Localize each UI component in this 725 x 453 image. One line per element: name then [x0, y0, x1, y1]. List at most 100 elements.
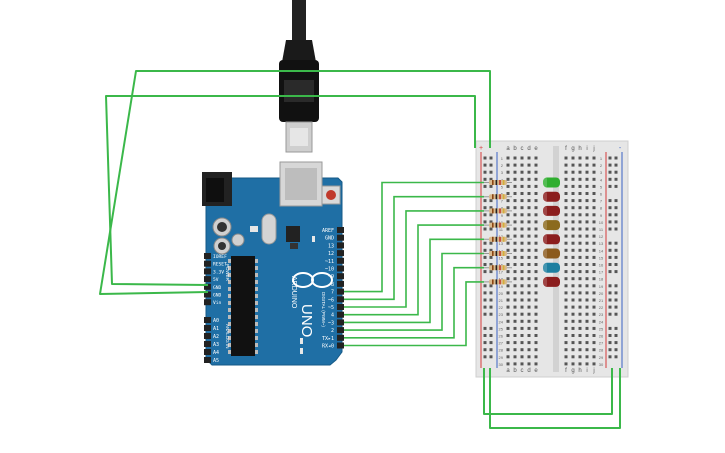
resistor[interactable]	[484, 236, 512, 242]
power-pin[interactable]	[204, 253, 211, 259]
power-pin[interactable]	[204, 283, 211, 290]
led[interactable]	[543, 191, 560, 202]
digital-pin[interactable]	[337, 234, 344, 241]
atmega-chip	[231, 256, 255, 356]
power-pin[interactable]	[204, 291, 211, 298]
analog-pin[interactable]	[204, 341, 211, 347]
digital-wires[interactable]	[344, 181, 484, 347]
resistor[interactable]	[484, 251, 512, 256]
led[interactable]	[543, 220, 560, 231]
row-number: 21	[599, 298, 604, 303]
wire-rail-bridge-2[interactable]	[489, 368, 621, 429]
led[interactable]	[543, 205, 560, 216]
rail-minus-label: -	[619, 145, 622, 152]
led[interactable]	[543, 177, 560, 188]
analog-pin[interactable]	[204, 317, 211, 323]
power-pin[interactable]	[204, 299, 211, 306]
digital-pin-label: ~9	[328, 274, 334, 280]
led[interactable]	[543, 234, 560, 245]
digital-wire[interactable]	[344, 238, 484, 324]
digital-wire[interactable]	[344, 281, 484, 347]
digital-wire[interactable]	[344, 195, 484, 301]
wire-5v[interactable]	[105, 95, 476, 286]
digital-wire[interactable]	[344, 266, 484, 339]
digital-pin[interactable]	[337, 311, 344, 318]
reset-button[interactable]	[326, 190, 336, 200]
resistor-array[interactable]	[484, 180, 512, 285]
digital-pin-header[interactable]	[337, 227, 344, 349]
row-number: 11	[499, 227, 504, 232]
digital-pin[interactable]	[337, 280, 344, 287]
analog-pin[interactable]	[204, 325, 211, 331]
led[interactable]	[543, 248, 560, 259]
resistor[interactable]	[484, 180, 512, 185]
digital-pin[interactable]	[337, 319, 344, 326]
digital-wire[interactable]	[344, 181, 484, 293]
power-pin-header[interactable]	[204, 253, 211, 306]
power-pin[interactable]	[204, 276, 211, 283]
digital-pin-label: 12	[328, 251, 334, 257]
wire-rail-bridge-1[interactable]	[483, 368, 613, 415]
row-number: 25	[499, 326, 504, 331]
digital-pin[interactable]	[337, 250, 344, 257]
row-number: 28	[499, 348, 504, 353]
digital-pin[interactable]	[337, 242, 344, 249]
row-number: 21	[499, 298, 504, 303]
arduino-uno-board[interactable]: ARDUINO UNO DIGITAL (PWM~) ANALOG IN POW…	[202, 161, 344, 366]
digital-pin[interactable]	[337, 342, 344, 349]
row-number: 12	[499, 234, 504, 239]
row-number: 9	[501, 213, 504, 218]
digital-pin[interactable]	[337, 265, 344, 272]
row-number: 28	[599, 348, 604, 353]
row-number: 4	[501, 177, 504, 182]
column-letter: a	[506, 368, 510, 374]
digital-pin[interactable]	[337, 304, 344, 310]
row-number: 22	[499, 305, 504, 310]
column-letter: i	[586, 146, 587, 152]
digital-pin[interactable]	[337, 273, 344, 280]
row-number: 17	[599, 270, 604, 275]
digital-wire[interactable]	[344, 210, 484, 308]
analog-pin-header[interactable]	[204, 317, 211, 363]
digital-pin[interactable]	[337, 327, 344, 334]
digital-pin-label: 7	[331, 290, 334, 296]
row-number: 3	[501, 170, 504, 175]
row-number: 23	[599, 312, 604, 317]
digital-pin[interactable]	[337, 296, 344, 303]
usb-cable[interactable]	[279, 0, 319, 153]
row-number: 25	[599, 326, 604, 331]
analog-pin-label: A1	[213, 326, 219, 332]
row-number: 19	[599, 284, 604, 289]
analog-pin[interactable]	[204, 333, 211, 339]
digital-wire[interactable]	[344, 224, 484, 316]
power-pin[interactable]	[204, 260, 211, 267]
digital-pin[interactable]	[337, 334, 344, 341]
digital-pin[interactable]	[337, 288, 344, 295]
resistor[interactable]	[484, 194, 512, 200]
analog-pin-label: A0	[213, 318, 219, 324]
analog-pin[interactable]	[204, 357, 211, 363]
power-pin-label: Vin	[213, 300, 222, 306]
row-number: 29	[499, 355, 504, 360]
analog-pin-label: A3	[213, 342, 219, 348]
wire-gnd[interactable]	[99, 70, 491, 295]
led[interactable]	[543, 262, 560, 273]
wire-group[interactable]	[99, 70, 621, 429]
digital-pin[interactable]	[337, 257, 344, 264]
analog-pin[interactable]	[204, 349, 211, 355]
led-array[interactable]	[543, 177, 560, 287]
power-pin-label: GND	[213, 293, 222, 299]
led[interactable]	[543, 276, 560, 287]
analog-header-label: ANALOG IN	[225, 324, 230, 349]
resistor[interactable]	[484, 265, 512, 271]
column-letter: b	[513, 146, 517, 152]
power-pin[interactable]	[204, 268, 211, 275]
resistor[interactable]	[484, 279, 512, 285]
digital-pin-label: ~6	[328, 297, 334, 303]
digital-pin[interactable]	[337, 227, 344, 233]
digital-wire[interactable]	[344, 252, 484, 331]
resistor[interactable]	[484, 208, 512, 214]
resistor[interactable]	[484, 222, 512, 228]
